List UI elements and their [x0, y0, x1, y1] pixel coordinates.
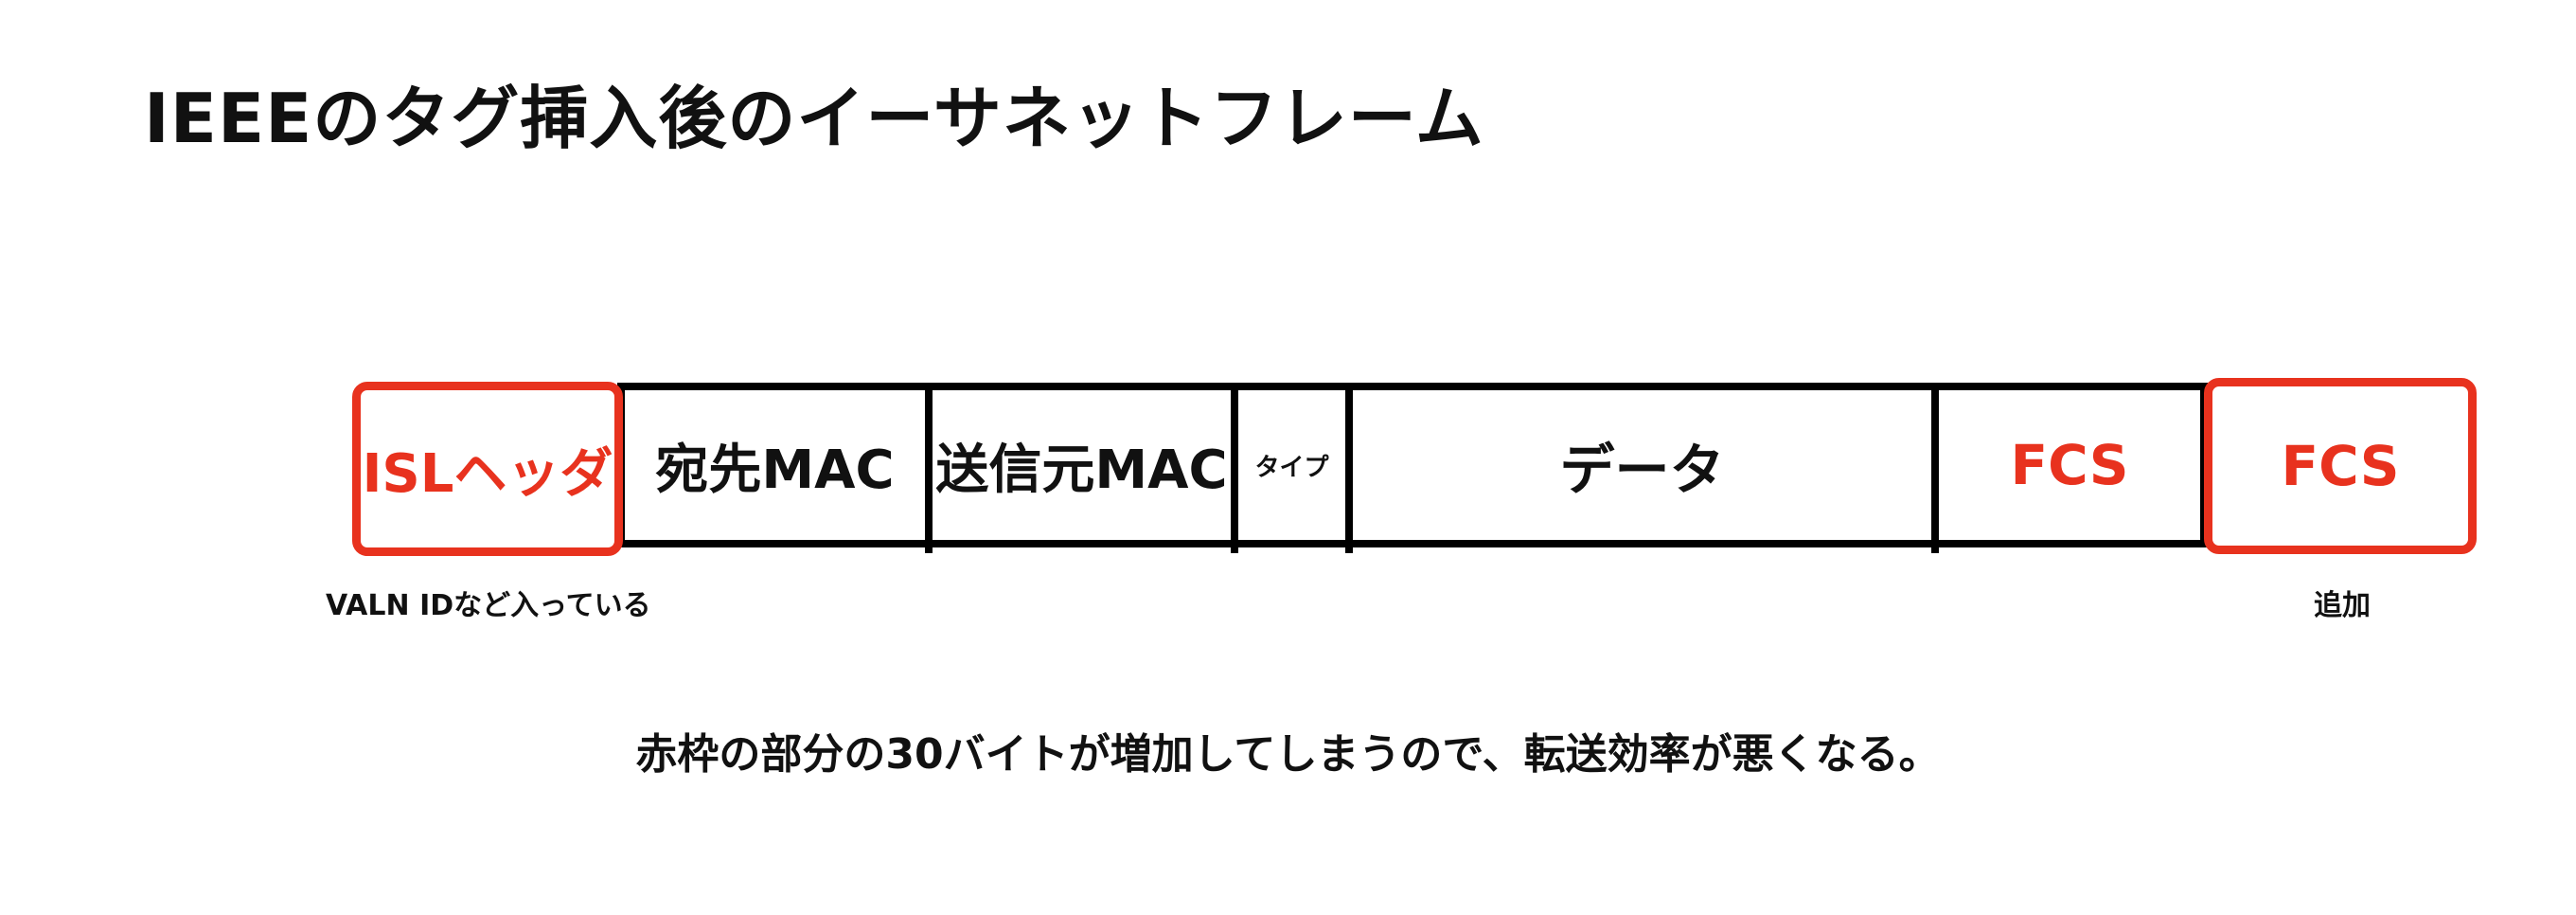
divider-type-data [1345, 383, 1353, 553]
field-fcs-added: FCS [2204, 378, 2477, 554]
page-title: IEEEのタグ挿入後のイーサネットフレーム [144, 79, 1484, 158]
divider-data-fcs [1931, 383, 1939, 553]
field-isl-header: ISLヘッダ [352, 382, 623, 556]
field-type: タイプ [1254, 453, 1329, 482]
field-data: データ [1559, 438, 1725, 502]
field-dest-mac: 宛先MAC [655, 439, 895, 501]
divider-src-type [1231, 383, 1238, 553]
isl-header-note: VALN IDなど入っている [326, 589, 651, 622]
field-src-mac: 送信元MAC [935, 439, 1228, 501]
footer-explanation: 赤枠の部分の30バイトが増加してしまうので、転送効率が悪くなる。 [635, 730, 1941, 779]
field-fcs-original: FCS [2010, 433, 2129, 497]
divider-dest-src [925, 383, 933, 553]
fcs-added-note: 追加 [2314, 589, 2371, 622]
